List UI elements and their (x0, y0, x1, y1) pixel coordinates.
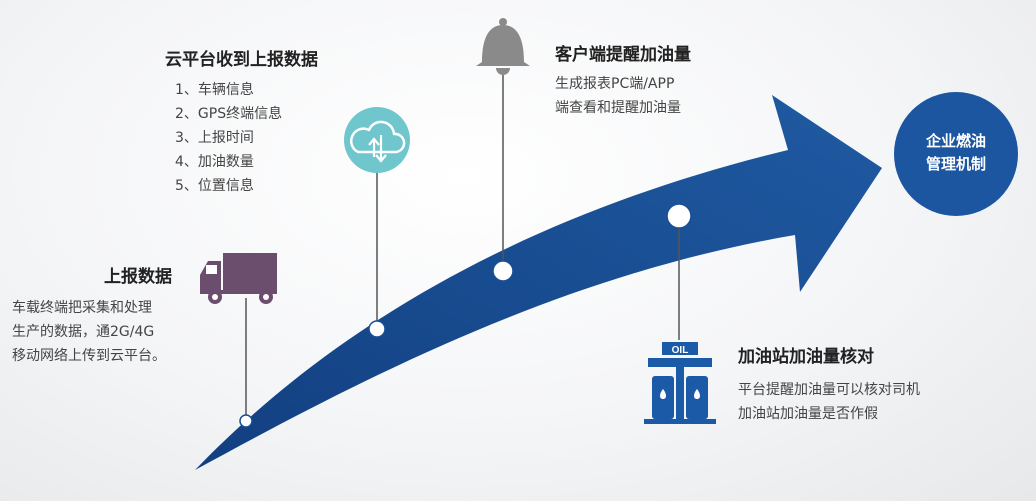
truck-icon (200, 253, 277, 304)
goal-line-1: 企业燃油 (925, 132, 986, 150)
list-item: 4、加油数量 (175, 154, 254, 170)
report-step-title: 上报数据 (104, 267, 172, 287)
cloud-step-list: 1、车辆信息 2、GPS终端信息 3、上报时间 4、加油数量 5、位置信息 (175, 78, 282, 198)
report-desc-line: 移动网络上传到云平台。 (12, 348, 166, 364)
report-desc-line: 车载终端把采集和处理 (12, 300, 152, 316)
milestone-dot-cloud (368, 320, 386, 338)
station-desc-line: 平台提醒加油量可以核对司机 (738, 382, 920, 398)
client-step-desc: 生成报表PC端/APP 端查看和提醒加油量 (555, 72, 681, 120)
report-desc-line: 生产的数据，通2G/4G (12, 324, 155, 340)
goal-line-2: 管理机制 (925, 155, 986, 173)
goal-circle (894, 92, 1018, 216)
report-step-desc: 车载终端把采集和处理 生产的数据，通2G/4G 移动网络上传到云平台。 (12, 296, 166, 368)
list-item: 2、GPS终端信息 (175, 106, 283, 122)
gas-station-icon: OIL (644, 342, 716, 424)
cloud-sync-icon (344, 107, 410, 173)
station-step-title: 加油站加油量核对 (738, 347, 874, 367)
list-item: 1、车辆信息 (175, 82, 254, 98)
milestone-dot-report (239, 414, 253, 428)
client-step-title: 客户端提醒加油量 (555, 45, 691, 65)
list-item: 3、上报时间 (175, 130, 254, 146)
milestone-dot-client (492, 260, 514, 282)
list-item: 5、位置信息 (175, 178, 254, 194)
station-desc-line: 加油站加油量是否作假 (738, 406, 878, 422)
milestone-dot-station (666, 203, 692, 229)
station-step-desc: 平台提醒加油量可以核对司机 加油站加油量是否作假 (738, 378, 920, 426)
client-desc-line: 生成报表PC端/APP (555, 76, 675, 92)
bell-icon (476, 18, 530, 75)
oil-sign: OIL (672, 345, 689, 356)
progress-arrow (195, 95, 882, 470)
cloud-step-title: 云平台收到上报数据 (165, 50, 318, 70)
client-desc-line: 端查看和提醒加油量 (555, 100, 681, 116)
goal-label: 企业燃油 管理机制 (902, 130, 1010, 176)
